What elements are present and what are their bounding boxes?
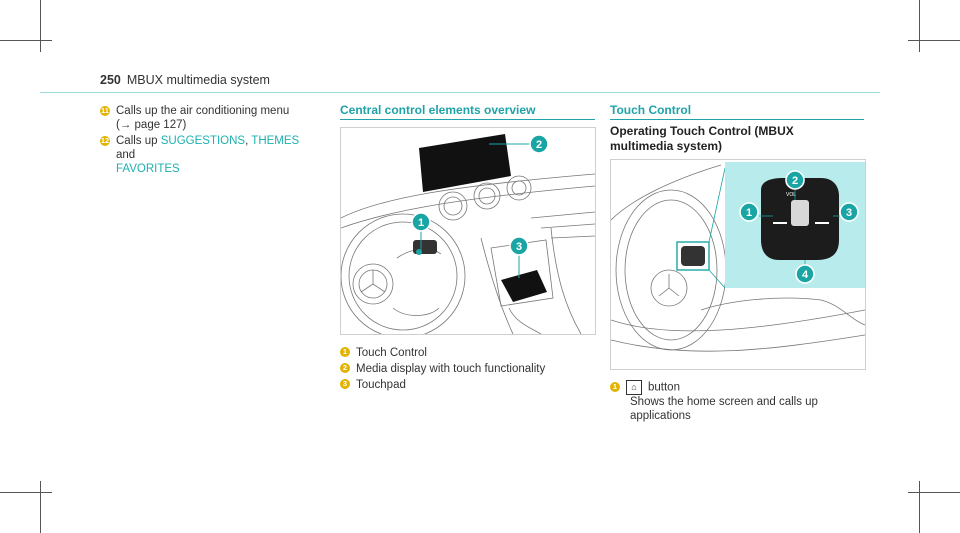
callout-2: 2 bbox=[536, 139, 542, 151]
legend-description: Shows the home screen and calls up appli… bbox=[630, 396, 818, 422]
media-display-shape bbox=[419, 134, 511, 192]
legend-number: 2 bbox=[340, 362, 350, 373]
crop-mark bbox=[40, 0, 41, 52]
item-text-and: and bbox=[116, 149, 136, 161]
section-rule bbox=[610, 119, 864, 120]
central-controls-legend: 1 Touch Control 2 Media display with touch… bbox=[340, 346, 595, 392]
callout-1: 1 bbox=[418, 217, 424, 229]
page-number: 250 bbox=[100, 73, 121, 87]
legend-number: 1 bbox=[340, 346, 350, 357]
section-rule bbox=[340, 119, 595, 120]
legend-item: 1 Touch Control bbox=[340, 346, 595, 360]
cockpit-illustration: 1 2 3 bbox=[341, 134, 595, 334]
callout-3: 3 bbox=[846, 207, 852, 219]
page-header: 250 MBUX multimedia system bbox=[100, 73, 270, 87]
left-column: 11 Calls up the air conditioning menu (→… bbox=[100, 104, 300, 176]
crop-mark bbox=[0, 40, 52, 41]
crop-mark bbox=[919, 481, 920, 533]
crop-mark bbox=[40, 481, 41, 533]
legend-text: Media display with touch functionality bbox=[356, 363, 546, 375]
legend-number: 3 bbox=[340, 378, 350, 389]
header-rule bbox=[40, 92, 880, 93]
crop-mark bbox=[0, 492, 52, 493]
legend-number: 1 bbox=[610, 381, 620, 392]
touch-surface bbox=[791, 200, 809, 226]
crop-mark bbox=[919, 0, 920, 52]
legend-text: Touchpad bbox=[356, 379, 406, 391]
steering-wheel-illustration: VOL 1 2 3 4 bbox=[611, 162, 865, 352]
subsection-title: Operating Touch Control (MBUX multimedia… bbox=[610, 124, 794, 153]
callout-3: 3 bbox=[516, 241, 522, 253]
callout-2: 2 bbox=[792, 175, 798, 187]
section-title-central-controls: Central control elements overview bbox=[340, 103, 536, 117]
item-text: Calls up bbox=[116, 135, 161, 147]
central-controls-figure: 1 2 3 bbox=[340, 127, 596, 335]
themes-link[interactable]: THEMES bbox=[251, 135, 300, 147]
section-title-touch-control: Touch Control bbox=[610, 103, 692, 117]
page-reference: (→ page 127) bbox=[116, 119, 187, 131]
page-header-title: MBUX multimedia system bbox=[126, 73, 270, 87]
vol-label: VOL bbox=[786, 192, 796, 198]
legend-item: 3 Touchpad bbox=[340, 378, 595, 392]
list-item: 12 Calls up SUGGESTIONS, THEMES and FAVO… bbox=[100, 134, 300, 176]
legend-item: 1 ⌂ button bbox=[610, 380, 864, 395]
highlight-box bbox=[676, 241, 710, 271]
item-number-badge: 12 bbox=[100, 136, 110, 146]
callout-1: 1 bbox=[746, 207, 752, 219]
item-text: Calls up the air conditioning menu bbox=[116, 105, 290, 117]
touchpad-shape bbox=[501, 270, 547, 302]
home-icon: ⌂ bbox=[626, 380, 642, 395]
callout-4: 4 bbox=[802, 269, 809, 281]
item-number-badge: 11 bbox=[100, 106, 110, 116]
crop-mark bbox=[908, 40, 960, 41]
list-item: 11 Calls up the air conditioning menu (→… bbox=[100, 104, 300, 132]
item-separator: , bbox=[245, 135, 252, 147]
crop-mark bbox=[908, 492, 960, 493]
suggestions-link[interactable]: SUGGESTIONS bbox=[160, 135, 246, 147]
legend-text: Touch Control bbox=[356, 347, 427, 359]
favorites-link[interactable]: FAVORITES bbox=[116, 163, 180, 175]
legend-item: 2 Media display with touch functionality bbox=[340, 362, 595, 376]
legend-label: button bbox=[648, 381, 680, 394]
touch-control-figure: VOL 1 2 3 4 bbox=[610, 159, 866, 370]
touch-control-legend: 1 ⌂ button Shows the home screen and calls… bbox=[610, 380, 864, 423]
